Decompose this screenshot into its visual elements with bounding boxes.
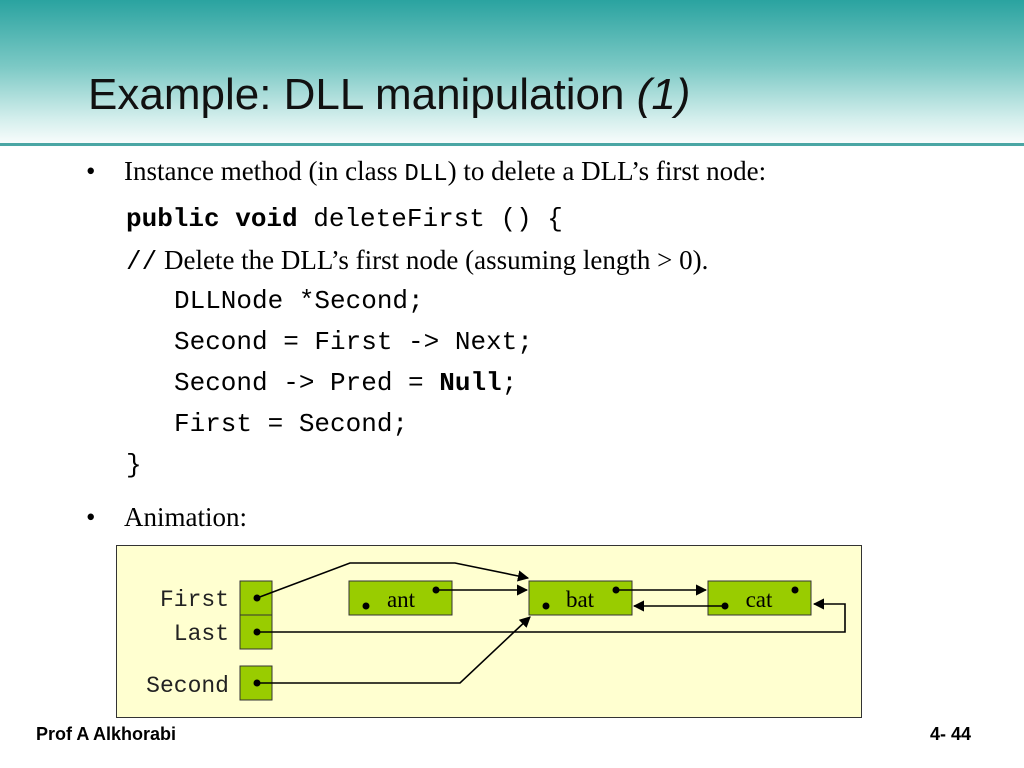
code-close-brace: } — [126, 450, 142, 480]
node-bat-label: bat — [566, 587, 595, 612]
code-l5-pre: Second -> Pred = — [174, 368, 440, 398]
node-cat-label: cat — [746, 587, 773, 612]
bat-pred-dot — [542, 602, 550, 610]
code-keyword: public void — [126, 204, 298, 234]
code-sig: deleteFirst () { — [297, 204, 563, 234]
cat-next-dot — [791, 586, 799, 594]
node-ant-label: ant — [387, 587, 416, 612]
arrow-second-to-bat — [257, 616, 531, 684]
header-rule — [0, 143, 1024, 146]
var-first-label: First — [160, 587, 229, 613]
var-second-label: Second — [146, 673, 229, 699]
code-l5-post: ; — [501, 368, 518, 398]
bullet1-prefix: Instance method (in class — [124, 156, 405, 186]
code-comment: // Delete the DLL’s first node (assuming… — [126, 245, 708, 277]
bullet-instance-method: • Instance method (in class DLL) to delet… — [86, 156, 766, 188]
arrow-last-to-cat — [257, 598, 846, 633]
code-line-5: Second -> Pred = Null; — [174, 368, 517, 398]
bullet-animation: • Animation: — [86, 502, 247, 533]
code-line-6: First = Second; — [174, 409, 409, 439]
title-number: (1) — [636, 70, 691, 119]
code-l5-kw: Null — [439, 368, 502, 398]
bullet-icon: • — [86, 502, 96, 532]
code-signature: public void deleteFirst () { — [126, 204, 563, 234]
code-line-4: Second = First -> Next; — [174, 327, 533, 357]
arrow-first-to-bat — [256, 562, 530, 599]
header-band — [0, 0, 1024, 148]
ant-pred-dot — [362, 602, 370, 610]
var-last-label: Last — [174, 621, 229, 647]
bullet1-suffix: ) to delete a DLL’s first node: — [447, 156, 767, 186]
bullet-icon: • — [86, 156, 96, 186]
slide-title: Example: DLL manipulation (1) — [88, 70, 690, 120]
code-line-3: DLLNode *Second; — [174, 286, 424, 316]
bullet2-text: Animation: — [124, 502, 247, 532]
title-main: Example: DLL manipulation — [88, 70, 637, 119]
footer-author: Prof A Alkhorabi — [36, 724, 177, 744]
comment-mark: // — [126, 247, 158, 277]
comment-text: Delete the DLL’s first node (assuming le… — [157, 245, 709, 275]
footer-page-number: 4- 44 — [930, 724, 972, 744]
bullet1-code: DLL — [404, 161, 448, 188]
